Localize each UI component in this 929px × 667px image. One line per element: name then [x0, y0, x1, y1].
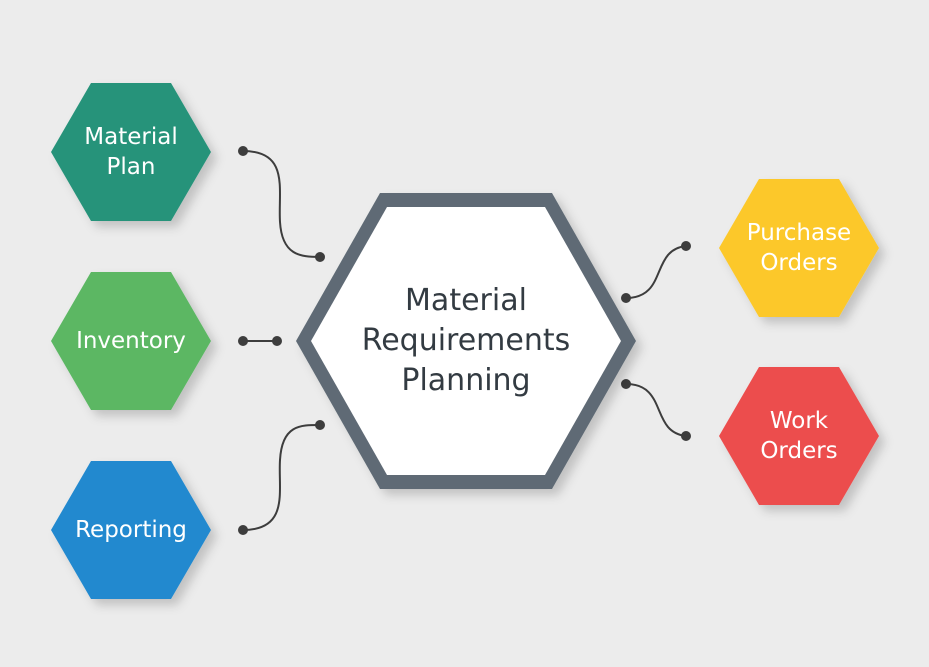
inventory-hexagon — [51, 272, 211, 410]
material-plan-hexagon — [51, 83, 211, 221]
work-orders-hexagon — [719, 367, 879, 505]
reporting-hexagon — [51, 461, 211, 599]
connector-purchase-orders — [621, 241, 691, 303]
connector-reporting — [238, 420, 325, 535]
connector-work-orders — [621, 379, 691, 441]
purchase-orders-hexagon — [719, 179, 879, 317]
connector-material-plan — [238, 146, 325, 262]
center-hexagon — [296, 193, 636, 489]
connector-inventory — [238, 336, 282, 346]
